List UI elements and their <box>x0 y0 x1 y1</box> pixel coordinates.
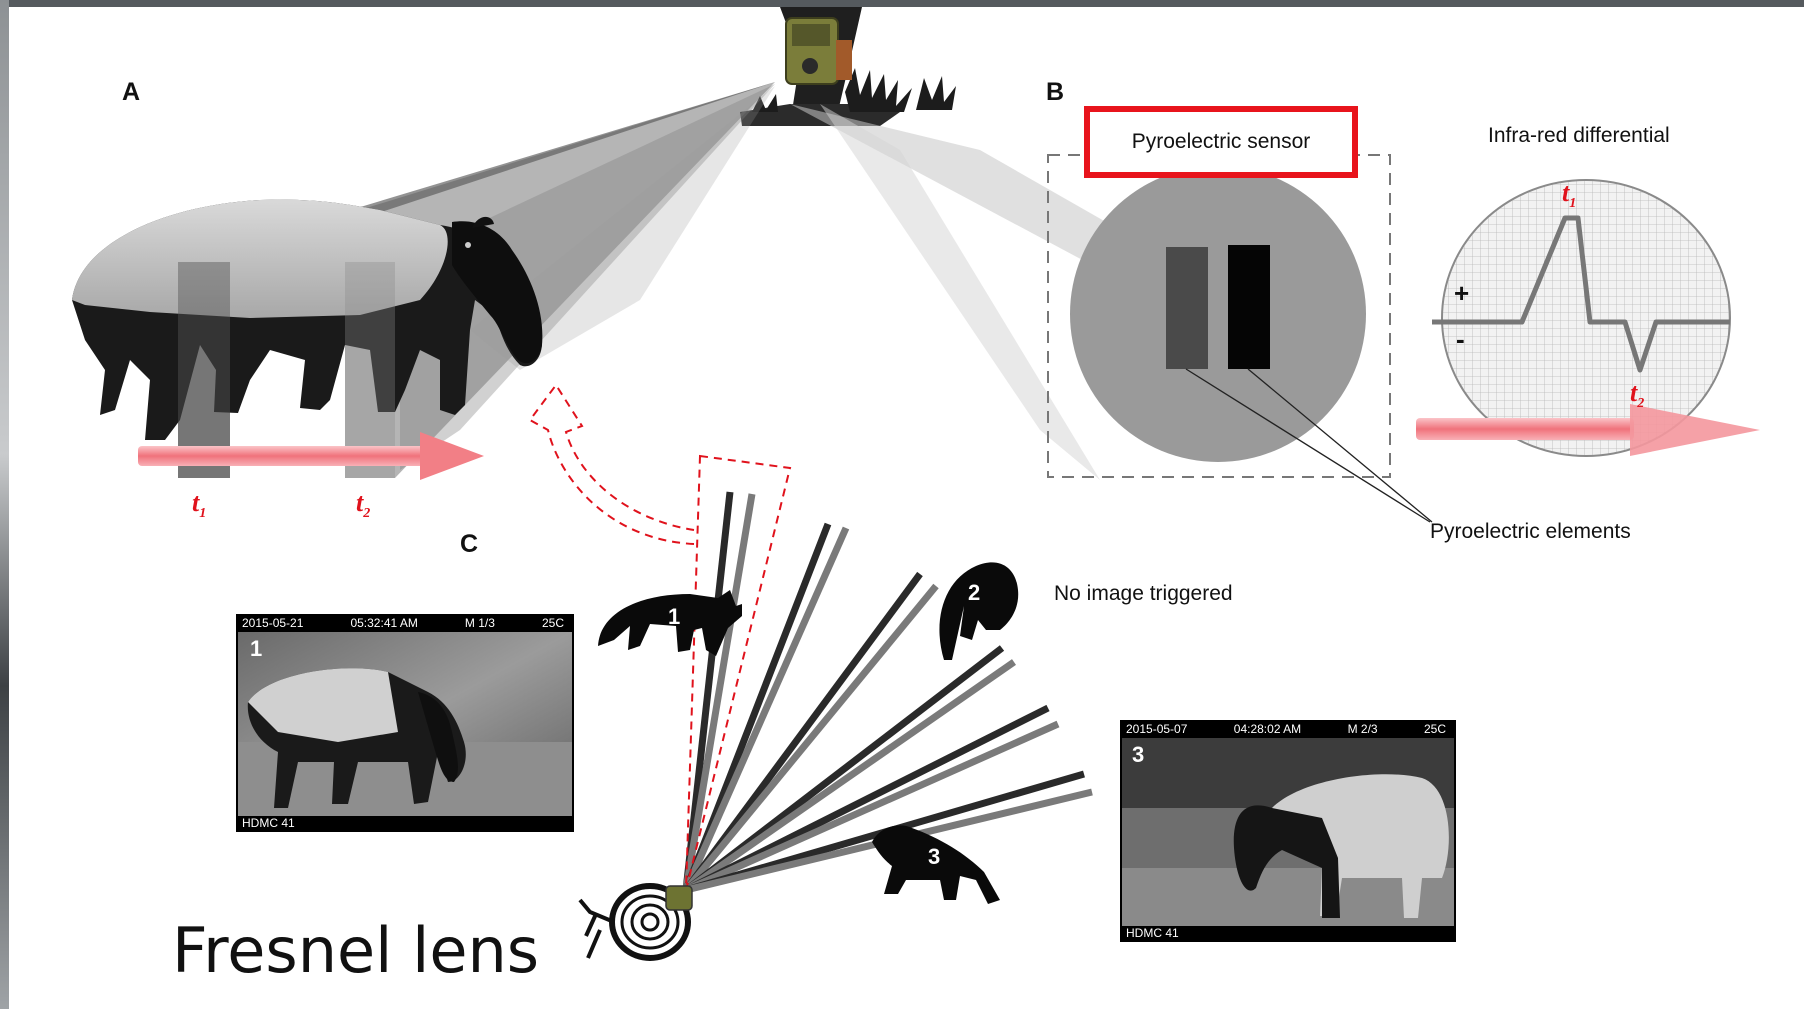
timeline-t1-label: t1 <box>192 488 206 522</box>
photo-1-stamp: 2015-05-21 05:32:41 AM M 1/3 25C <box>242 616 564 632</box>
panel-label-b: B <box>1046 78 1064 107</box>
animal-number-1: 1 <box>668 604 680 630</box>
pyroelectric-element-1 <box>1166 247 1208 369</box>
photo-2-number: 3 <box>1132 742 1144 768</box>
pyroelectric-sensor-text: Pyroelectric sensor <box>1132 130 1311 154</box>
no-image-triggered-label: No image triggered <box>1054 582 1233 606</box>
pyroelectric-sensor-label: Pyroelectric sensor <box>1084 106 1358 178</box>
photo-2-temp: 25C <box>1424 722 1446 738</box>
photo-1-date: 2015-05-21 <box>242 616 303 632</box>
panel-label-c: C <box>460 530 478 559</box>
camera-trap-on-tree <box>740 7 956 126</box>
photo-1-caption: HDMC 41 <box>242 816 295 830</box>
photo-1-temp: 25C <box>542 616 564 632</box>
photo-1-mode: M 1/3 <box>465 616 495 632</box>
photo-2-time: 04:28:02 AM <box>1234 722 1301 738</box>
ir-differential-title: Infra-red differential <box>1488 124 1670 148</box>
photo-2-mode: M 2/3 <box>1348 722 1378 738</box>
tree-stump-with-camera <box>580 886 692 958</box>
graph-t1-label: t1 <box>1562 178 1576 212</box>
photo-1-time: 05:32:41 AM <box>350 616 417 632</box>
pyroelectric-elements-label: Pyroelectric elements <box>1430 520 1631 544</box>
photo-1-scene <box>238 632 572 816</box>
sensor-diagram <box>1048 155 1432 522</box>
pyroelectric-element-2 <box>1228 245 1270 369</box>
beam-slab-t1 <box>178 262 230 478</box>
animal-number-2: 2 <box>968 580 980 606</box>
photo-1-image <box>238 632 572 816</box>
graph-minus-sign: - <box>1456 324 1465 355</box>
graph-t2-label: t2 <box>1630 378 1644 412</box>
photo-1-number: 1 <box>250 636 262 662</box>
beam-slab-t2 <box>345 262 395 478</box>
timeline-t2-label: t2 <box>356 488 370 522</box>
photo-2-scene <box>1122 738 1454 926</box>
photo-2-image <box>1122 738 1454 926</box>
fresnel-rays <box>530 385 1092 958</box>
camera-trap-photo-1: 2015-05-21 05:32:41 AM M 1/3 25C 1 HDMC … <box>236 614 574 832</box>
graph-plus-sign: + <box>1454 278 1469 309</box>
animal-number-3: 3 <box>928 844 940 870</box>
fresnel-lens-label: Fresnel lens <box>172 914 539 987</box>
animal-silhouette-2 <box>939 562 1018 660</box>
panel-label-a: A <box>122 78 140 107</box>
ir-differential-graph <box>1416 178 1760 460</box>
photo-2-caption: HDMC 41 <box>1126 926 1179 940</box>
left-frame-bar <box>0 0 9 1009</box>
photo-2-stamp: 2015-05-07 04:28:02 AM M 2/3 25C <box>1126 722 1446 738</box>
camera-trap-photo-2: 2015-05-07 04:28:02 AM M 2/3 25C 3 HDMC … <box>1120 720 1456 942</box>
top-frame-bar <box>0 0 1804 7</box>
photo-2-date: 2015-05-07 <box>1126 722 1187 738</box>
